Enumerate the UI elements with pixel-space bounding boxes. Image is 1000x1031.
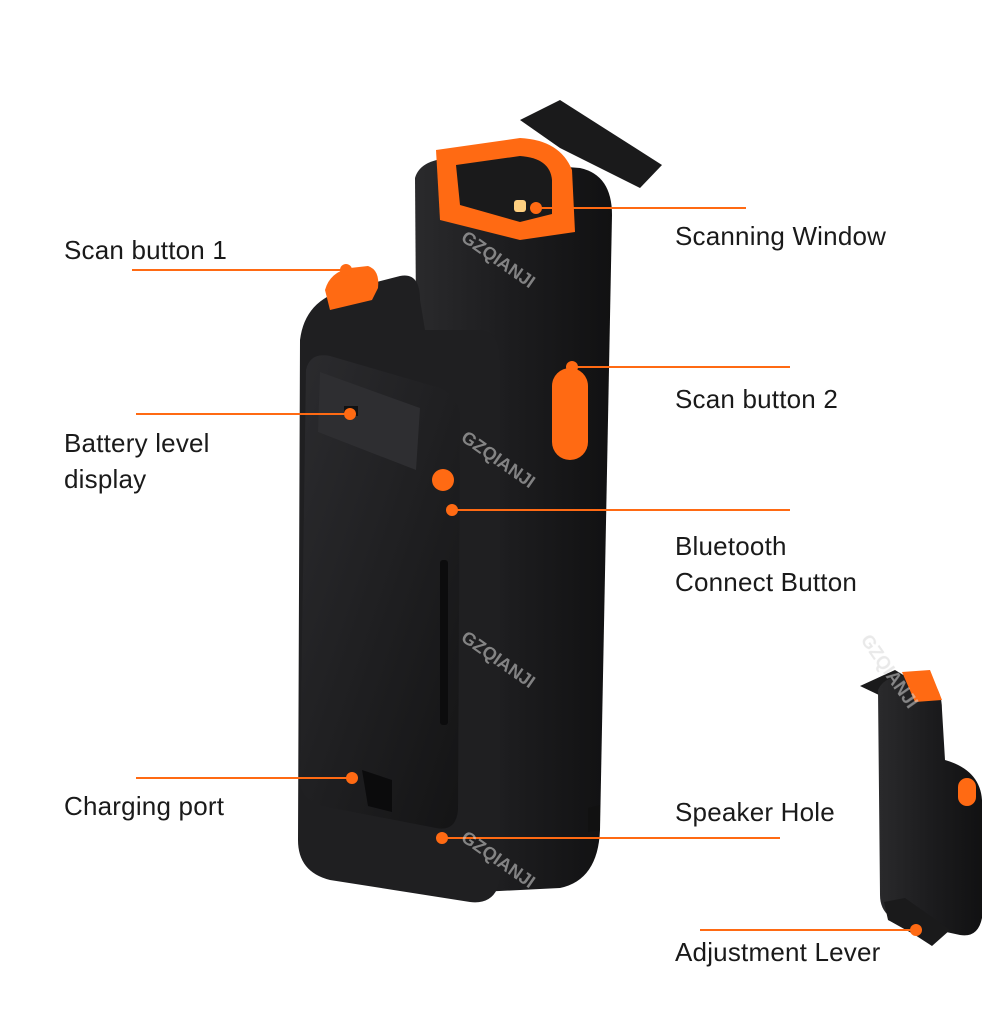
side-groove xyxy=(440,560,448,725)
charging-port-shape xyxy=(362,770,392,812)
label-charging-port: Charging port xyxy=(64,791,225,821)
dot-charging-port xyxy=(346,772,358,784)
label-battery-level-line-2: display xyxy=(64,464,147,494)
dot-speaker-hole xyxy=(436,832,448,844)
scan-button-1-shape xyxy=(325,266,379,310)
label-battery-level: Battery level display xyxy=(64,425,210,497)
dot-battery-level xyxy=(344,408,356,420)
dot-adjustment-lever xyxy=(910,924,922,936)
front-panel xyxy=(300,355,460,829)
side-adjustment-lever xyxy=(884,898,950,946)
battery-display-icon xyxy=(318,372,420,470)
side-view-scanner xyxy=(860,670,982,946)
label-bluetooth-line-2: Connect Button xyxy=(675,567,858,597)
top-clip xyxy=(520,100,662,188)
dot-scan-button-1 xyxy=(340,264,352,276)
callout-lines xyxy=(132,202,922,936)
dot-scan-button-2 xyxy=(566,361,578,373)
scanning-led xyxy=(514,200,526,212)
label-scan-button-2: Scan button 2 xyxy=(675,384,839,414)
bluetooth-button-shape xyxy=(432,469,454,491)
side-scan-window xyxy=(902,670,942,702)
label-scan-button-1: Scan button 1 xyxy=(64,235,228,265)
dot-scanning-window xyxy=(530,202,542,214)
scanning-window-glass xyxy=(456,156,552,222)
scan-button-2-shape xyxy=(552,368,588,460)
label-speaker-hole: Speaker Hole xyxy=(675,797,835,827)
label-bluetooth: Bluetooth Connect Button xyxy=(675,528,857,600)
dot-bluetooth xyxy=(446,504,458,516)
side-scan-button xyxy=(958,778,976,806)
label-battery-level-line-1: Battery level xyxy=(64,428,210,458)
bottom-tab xyxy=(588,805,600,832)
main-scanner xyxy=(298,100,662,903)
label-adjustment-lever: Adjustment Lever xyxy=(675,937,881,967)
label-bluetooth-line-1: Bluetooth xyxy=(675,531,787,561)
label-scanning-window: Scanning Window xyxy=(675,221,887,251)
side-body xyxy=(878,676,982,936)
